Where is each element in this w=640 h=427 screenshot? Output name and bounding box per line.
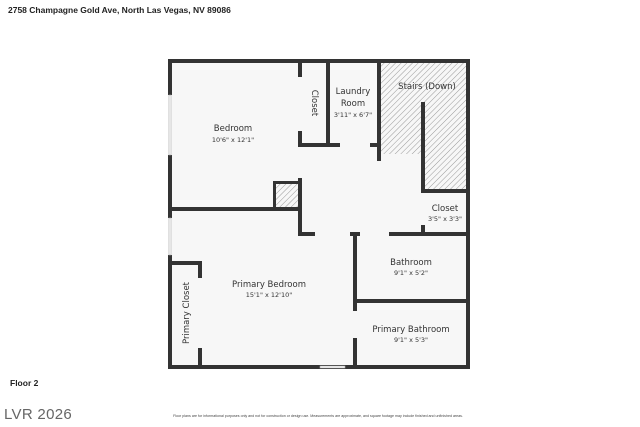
room-label: Primary Closet	[182, 281, 192, 344]
room-label: Closet	[309, 90, 319, 117]
room-label: Bedroom	[214, 124, 252, 134]
room-label: Primary Bedroom	[232, 280, 306, 290]
room-dims: 10'6" x 12'1"	[212, 136, 254, 144]
room-label: Bathroom	[390, 258, 432, 268]
room-dims: 15'1" x 12'10"	[246, 291, 292, 299]
room-label: Stairs (Down)	[398, 82, 456, 92]
window	[168, 94, 172, 156]
stairs-hatch	[380, 63, 424, 154]
property-address: 2758 Champagne Gold Ave, North Las Vegas…	[8, 5, 231, 15]
room-label: Primary Bathroom	[372, 325, 449, 335]
room-dims: 9'1" x 5'3"	[394, 336, 428, 344]
window	[319, 365, 346, 369]
window	[168, 217, 172, 256]
floor-label: Floor 2	[10, 378, 39, 388]
room-dims: 3'5" x 3'3"	[428, 215, 462, 223]
room-dims: 9'1" x 5'2"	[394, 269, 428, 277]
walls	[168, 59, 470, 369]
room-label: Laundry	[336, 87, 371, 97]
chase-hatch	[275, 183, 299, 209]
room-dims: 3'11" x 6'7"	[334, 111, 372, 119]
brand-watermark: LVR 2026	[4, 406, 73, 423]
stairs-hatch	[423, 63, 466, 191]
windows	[168, 94, 346, 369]
disclaimer: Floor plans are for informational purpos…	[173, 414, 463, 418]
room-label: Closet	[432, 204, 459, 214]
room-label: Room	[341, 99, 365, 109]
